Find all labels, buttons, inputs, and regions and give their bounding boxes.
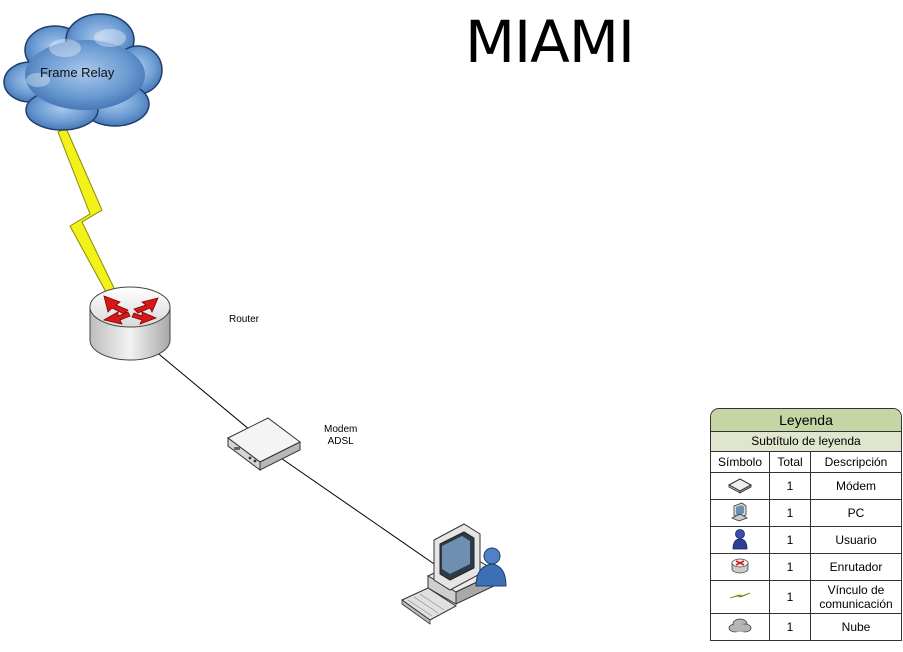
legend-symbol-cell [711, 580, 770, 614]
legend-title: Leyenda [711, 409, 901, 432]
legend-total: 1 [769, 613, 811, 640]
legend-description: Enrutador [810, 553, 901, 581]
legend-header-total: Total [769, 452, 811, 473]
legend-row-router: 1 Enrutador [711, 553, 901, 581]
legend: Leyenda Subtítulo de leyenda Símbolo Tot… [710, 408, 902, 641]
legend-subtitle: Subtítulo de leyenda [711, 432, 901, 452]
legend-symbol-cell [711, 613, 770, 640]
legend-row-modem: 1 Módem [711, 472, 901, 500]
pc-icon [401, 523, 500, 625]
legend-row-pc: 1 PC [711, 499, 901, 527]
legend-symbol-cell [711, 472, 770, 500]
pc-icon [731, 502, 748, 521]
legend-total: 1 [769, 553, 811, 581]
legend-header-row: Símbolo Total Descripción [711, 452, 901, 473]
legend-symbol-cell [711, 553, 770, 581]
legend-description: PC [810, 499, 901, 527]
modem-icon [227, 417, 301, 471]
cloud-label: Frame Relay [40, 65, 115, 80]
legend-total: 1 [769, 526, 811, 554]
lightning-link-icon [57, 127, 116, 293]
router-icon [731, 558, 749, 573]
modem-label-line2: ADSL [327, 436, 354, 447]
legend-header-symbol: Símbolo [711, 452, 770, 473]
legend-row-user: 1 Usuario [711, 526, 901, 554]
legend-description-line2: comunicación [819, 597, 893, 611]
legend-description: Vínculo de comunicación [810, 580, 901, 614]
lightning-icon [729, 592, 751, 598]
legend-total: 1 [769, 472, 811, 500]
router-icon [89, 286, 171, 361]
modem-icon [727, 477, 753, 494]
user-icon [475, 547, 507, 587]
diagram-title: MIAMI [465, 8, 635, 76]
modem-label: Modem ADSL [324, 424, 357, 448]
cloud-icon [728, 618, 752, 632]
legend-description: Nube [810, 613, 901, 640]
legend-symbol-cell [711, 499, 770, 527]
legend-total: 1 [769, 499, 811, 527]
legend-header-description: Descripción [810, 452, 901, 473]
router-label: Router [229, 314, 260, 325]
legend-table: Símbolo Total Descripción 1 Módem [711, 452, 901, 640]
legend-description: Módem [810, 472, 901, 500]
legend-row-link: 1 Vínculo de comunicación [711, 580, 901, 614]
modem-label-line1: Modem [324, 424, 358, 435]
legend-total: 1 [769, 580, 811, 614]
legend-description-line1: Vínculo de [827, 583, 885, 597]
link-modem-pc [261, 444, 441, 569]
legend-description: Usuario [810, 526, 901, 554]
user-icon [732, 528, 748, 549]
legend-row-cloud: 1 Nube [711, 613, 901, 640]
cloud-icon [3, 13, 163, 131]
legend-symbol-cell [711, 526, 770, 554]
